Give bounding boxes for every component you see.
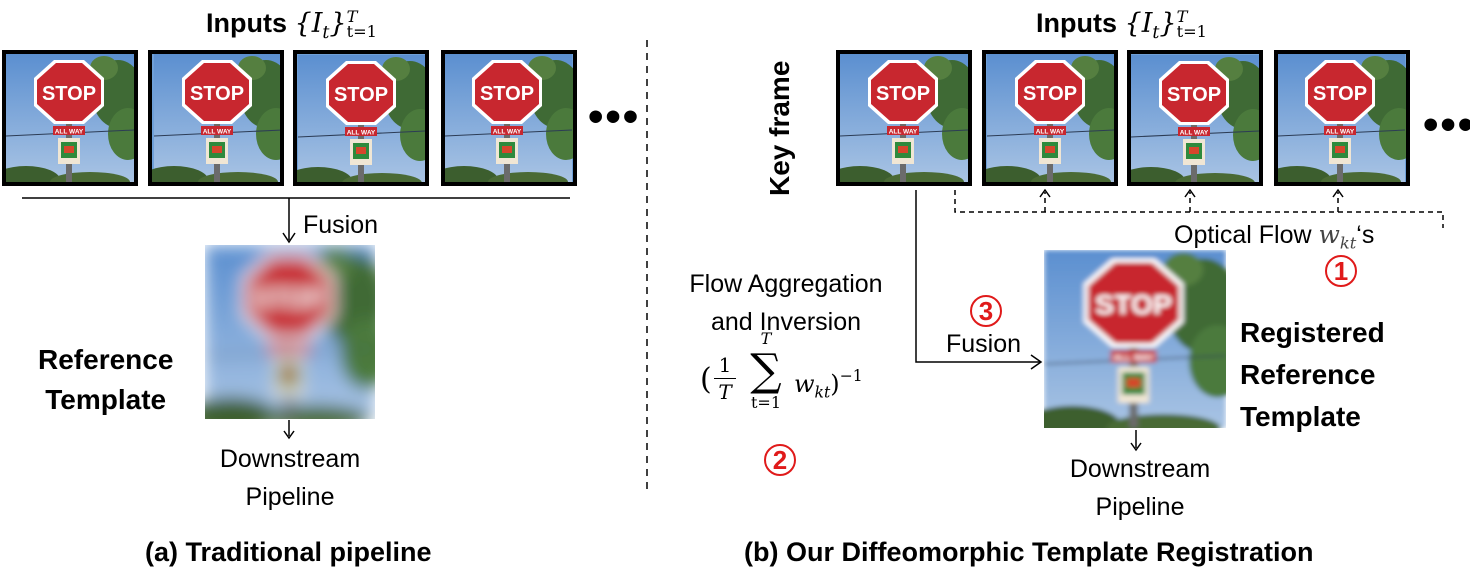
formula-sigma: ∑: [750, 345, 782, 396]
left-downstream-line1: Downstream: [219, 445, 361, 473]
step-1-badge: 1: [1325, 255, 1357, 287]
formula-close-paren: ): [830, 369, 840, 398]
formula-power: −1: [839, 367, 863, 385]
formula-sum-top: T: [760, 329, 772, 348]
right-fusion-line: [915, 190, 1040, 363]
optical-flow-dashed-line: [954, 190, 1444, 228]
optical-flow-suffix: ‘s: [1356, 221, 1375, 249]
right-caption: (b) Our Diffeomorphic Template Registrat…: [744, 537, 1314, 567]
right-downstream-line1: Downstream: [1069, 455, 1211, 483]
right-inputs-close: }: [1159, 8, 1177, 39]
formula-term-w: w: [794, 369, 815, 398]
right-downstream-line2: Pipeline: [1095, 493, 1185, 521]
step-2-badge: 2: [764, 444, 796, 476]
aggregation-formula: ( 1 T T ∑ t=1 wkt)−1: [700, 330, 910, 432]
optical-flow-math: w: [1318, 220, 1340, 249]
optical-flow-label: Optical Flow wkt‘s: [1174, 220, 1374, 253]
left-template-label-line1: Reference: [38, 344, 174, 375]
left-inputs-sup: T: [346, 6, 358, 26]
registered-template-image: [1044, 250, 1226, 428]
left-caption: (a) Traditional pipeline: [145, 537, 432, 567]
right-downstream-label: Downstream Pipeline: [1040, 450, 1240, 526]
optical-flow-text: Optical Flow: [1174, 221, 1312, 249]
flow-aggregation-line1: Flow Aggregation: [689, 270, 883, 298]
formula-sum-bottom: t=1: [750, 393, 781, 412]
flow-aggregation-label: Flow Aggregation and Inversion: [668, 265, 904, 341]
right-ellipsis: •••: [1423, 100, 1470, 149]
right-input-frame-2: [982, 50, 1118, 186]
left-input-frame-4: [441, 50, 577, 186]
step-3-badge: 3: [970, 295, 1002, 327]
right-inputs-sub: t: [1152, 23, 1160, 44]
left-input-frame-1: [2, 50, 138, 186]
formula-term-sub: kt: [814, 383, 831, 402]
registered-template-line3: Template: [1240, 401, 1361, 432]
registered-template-line2: Reference: [1240, 359, 1376, 390]
left-input-frame-3: [293, 50, 429, 186]
left-fusion-label: Fusion: [303, 211, 379, 239]
right-input-frame-3: [1127, 50, 1263, 186]
formula-frac-den: T: [718, 380, 732, 404]
formula-open-paren: (: [700, 362, 712, 397]
left-ellipsis: •••: [588, 92, 641, 141]
left-inputs-close: }: [329, 8, 347, 39]
formula-frac-num: 1: [714, 352, 736, 379]
registered-template-line1: Registered: [1240, 317, 1385, 348]
registered-template-label: Registered Reference Template: [1240, 312, 1385, 438]
left-input-frame-2: [148, 50, 284, 186]
right-fusion-label: Fusion: [946, 330, 1022, 358]
left-downstream-line2: Pipeline: [245, 483, 335, 511]
left-template-label-line2: Template: [45, 384, 167, 415]
right-inputs-sup: T: [1176, 6, 1188, 26]
formula-term: wkt)−1: [794, 367, 863, 401]
right-key-frame: [836, 50, 972, 186]
optical-flow-sub: kt: [1339, 233, 1357, 253]
left-inputs-label: Inputs: [206, 8, 287, 38]
left-inputs-math: {I: [294, 8, 323, 39]
right-inputs-label: Inputs: [1036, 8, 1117, 38]
right-input-frame-4: [1274, 50, 1410, 186]
left-inputs-sub: t: [322, 23, 330, 44]
left-template-label: Reference Template: [38, 340, 173, 420]
formula-sum: T ∑ t=1: [744, 330, 788, 412]
left-connectors: [22, 197, 570, 440]
formula-fraction: 1 T: [714, 352, 736, 405]
right-connectors: [915, 188, 1444, 452]
right-inputs-range: t=1: [1176, 21, 1207, 41]
right-inputs-math: {I: [1124, 8, 1153, 39]
left-reference-template-image: [205, 245, 375, 419]
left-inputs-range: t=1: [346, 21, 377, 41]
left-downstream-label: Downstream Pipeline: [204, 440, 376, 516]
panel-divider: [646, 40, 648, 490]
flow-aggregation-line2: and Inversion: [710, 308, 862, 336]
